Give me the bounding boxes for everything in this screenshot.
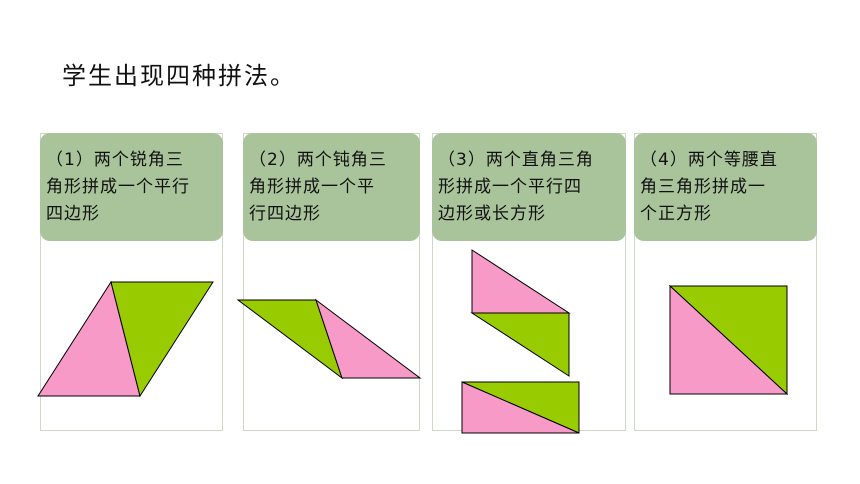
card-isosceles-right-triangles: （4）两个等腰直 角三角形拼成一 个正方形 [634,133,817,431]
card-label: （1）两个锐角三 角形拼成一个平行 四边形 [46,150,190,224]
card-header: （1）两个锐角三 角形拼成一个平行 四边形 [40,133,223,241]
card-obtuse-triangles: （2）两个钝角三 角形拼成一个平 行四边形 [243,133,420,431]
card-header: （4）两个等腰直 角三角形拼成一 个正方形 [634,133,817,241]
green-triangle [470,312,570,377]
pink-triangle [315,298,422,379]
card-acute-triangles: （1）两个锐角三 角形拼成一个平行 四边形 [40,133,223,431]
page-title: 学生出现四种拼法。 [62,62,296,90]
card-right-triangles: （3）两个直角三角 形拼成一个平行四 边形或长方形 [432,133,626,431]
pink-triangle [669,284,789,395]
card-label: （3）两个直角三角 形拼成一个平行四 边形或长方形 [438,150,594,224]
card-label: （2）两个钝角三 角形拼成一个平 行四边形 [249,150,387,224]
green-triangle [110,281,214,398]
pink-triangle [461,381,580,434]
card-header: （3）两个直角三角 形拼成一个平行四 边形或长方形 [432,133,626,241]
card-header: （2）两个钝角三 角形拼成一个平 行四边形 [243,133,420,241]
pink-triangle [471,249,571,314]
card-label: （4）两个等腰直 角三角形拼成一 个正方形 [640,150,778,224]
